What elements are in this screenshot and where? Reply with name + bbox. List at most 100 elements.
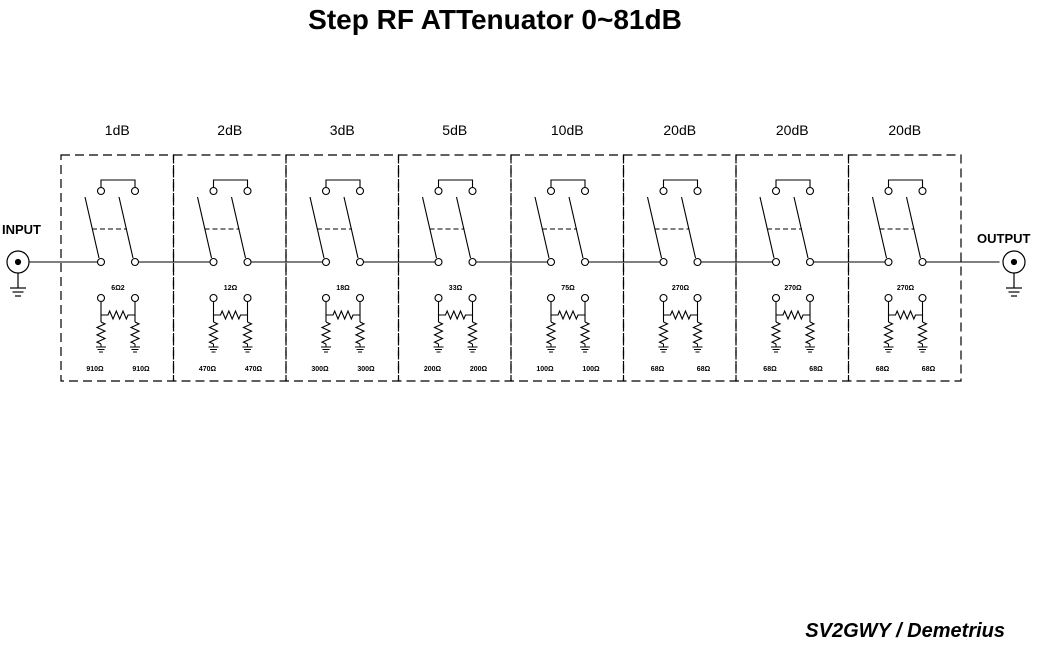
shunt-resistor-value-left: 910Ω [86,366,104,373]
stage-label: 3dB [330,122,355,138]
bypass-terminal [884,186,893,196]
shunt-resistor-value-right: 68Ω [922,366,936,373]
pi-terminal [355,293,365,303]
stage-label: 2dB [217,122,242,138]
stage-label: 10dB [551,122,584,138]
bypass-terminal [918,186,927,196]
ground-symbol [805,344,815,353]
shunt-resistor [579,321,591,345]
pi-terminal [243,293,252,303]
series-resistor-value: 270Ω [784,285,802,292]
stage-box [172,154,287,382]
shunt-resistor [354,321,366,345]
shunt-resistor-value-left: 68Ω [763,366,777,373]
shunt-resistor-value-right: 100Ω [582,366,600,373]
bypass-terminal [321,186,331,196]
switch-common [918,257,927,267]
ground-symbol [692,344,703,353]
series-resistor-value: 12Ω [224,285,238,292]
switch-common [468,257,477,267]
ground-symbol [355,344,365,353]
shunt-resistor [208,321,219,345]
bypass-link [100,179,136,188]
pi-terminal [209,293,218,303]
stage-label: 20dB [663,122,696,138]
attenuator-stage: 3dB 18Ω 300Ω 300Ω [285,122,400,382]
shunt-resistor [692,321,703,345]
shunt-resistor-value-left: 68Ω [651,366,665,373]
stage-box [60,154,175,382]
page-title: Step RF ATTenuator 0~81dB [308,4,682,35]
series-resistor-value: 6Ω2 [111,285,125,292]
ground-symbol [467,344,478,353]
switch-common [884,257,893,267]
pi-terminal [96,293,106,303]
switch-common [321,257,331,267]
bypass-link [775,179,811,188]
shunt-resistor-value-left: 200Ω [424,366,442,373]
switch-blade [905,196,922,259]
output-connector [1002,250,1026,297]
switch-blade [230,196,247,259]
series-resistor-value: 270Ω [897,285,915,292]
output-label: OUTPUT [977,231,1031,246]
pi-terminal [130,293,140,303]
ground-symbol [130,344,140,353]
pi-terminal [884,293,893,303]
shunt-resistor-value-right: 470Ω [245,366,263,373]
switch-blade [343,196,359,259]
ground-symbol [96,344,106,353]
bypass-terminal [243,186,252,196]
shunt-resistor-value-right: 910Ω [132,366,150,373]
switch-blade [568,196,584,259]
switch-common [771,257,781,267]
shunt-resistor-value-left: 68Ω [876,366,890,373]
shunt-resistor-value-right: 68Ω [809,366,823,373]
switch-blade [421,196,438,259]
input-label: INPUT [2,222,41,237]
switch-common [659,257,668,267]
switch-common [96,257,106,267]
shunt-resistor [545,321,557,345]
shunt-resistor [129,321,141,345]
switch-blade [534,196,550,259]
switch-blade [118,196,134,259]
bypass-link [887,179,924,188]
shunt-resistor [658,321,669,345]
bypass-terminal [130,186,140,196]
ground-symbol [321,344,331,353]
pi-terminal [580,293,590,303]
ground-symbol [546,344,556,353]
bypass-link [662,179,699,188]
ground-symbol [433,344,444,353]
bypass-link [437,179,474,188]
shunt-resistor-value-right: 300Ω [357,366,375,373]
pi-terminal [659,293,668,303]
shunt-resistor-value-left: 300Ω [311,366,329,373]
shunt-resistor [320,321,332,345]
switch-blade [646,196,663,259]
switch-blade [455,196,472,259]
switch-blade [759,196,775,259]
stage-box [622,154,737,382]
series-resistor-value: 75Ω [561,285,575,292]
pi-terminal [434,293,443,303]
pi-terminal [546,293,556,303]
switch-common [434,257,443,267]
bypass-terminal [468,186,477,196]
series-resistor [325,301,361,321]
ground-symbol [771,344,781,353]
bypass-terminal [580,186,590,196]
switch-common [209,257,218,267]
switch-blade [309,196,325,259]
series-resistor [662,301,699,321]
switch-blade [680,196,697,259]
series-resistor-value: 18Ω [336,285,350,292]
shunt-resistor [770,321,782,345]
shunt-resistor [433,321,444,345]
shunt-resistor-value-right: 68Ω [697,366,711,373]
